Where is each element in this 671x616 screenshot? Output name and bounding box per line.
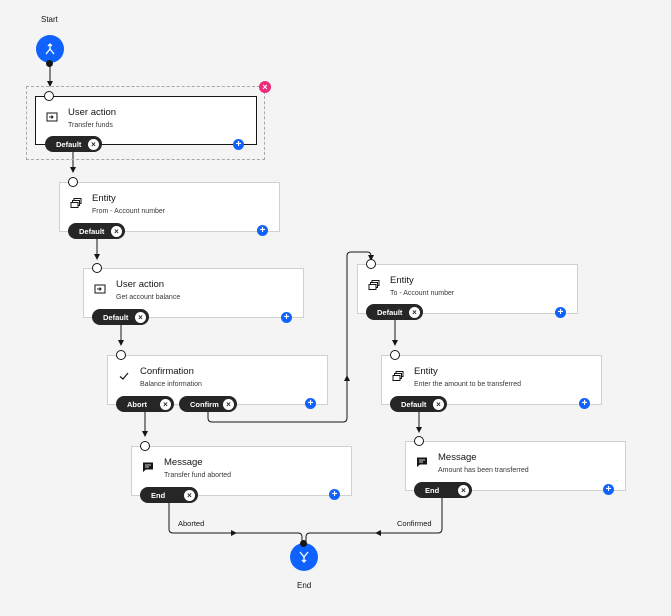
end-merge-icon [299, 551, 309, 563]
node-title: Entity [414, 366, 438, 377]
edge-label-confirmed: Confirmed [397, 519, 432, 528]
branch-label: End [151, 490, 166, 500]
node-input-port[interactable] [140, 441, 150, 451]
user-action-icon [46, 112, 58, 122]
node-title: Confirmation [140, 366, 194, 377]
node-input-port[interactable] [366, 259, 376, 269]
branch-pill-default[interactable]: Default × [45, 136, 102, 152]
node-subtitle: Transfer funds [68, 122, 113, 129]
remove-branch-icon[interactable]: × [409, 306, 420, 318]
remove-branch-icon[interactable]: × [184, 489, 195, 501]
node-input-port[interactable] [414, 436, 424, 446]
branch-label: Default [79, 226, 105, 236]
node-subtitle: Transfer fund aborted [164, 472, 232, 479]
node-subtitle: From - Account number [92, 208, 166, 215]
branch-label: Default [401, 399, 427, 409]
start-port [46, 60, 53, 67]
add-branch-button[interactable]: + [329, 489, 340, 500]
branch-pill-default[interactable]: Default × [92, 309, 149, 325]
end-node[interactable] [290, 543, 318, 571]
edge-label-aborted: Aborted [178, 519, 205, 528]
node-subtitle: Amount has been transferred [438, 467, 529, 474]
node-input-port[interactable] [92, 263, 102, 273]
start-node[interactable] [36, 35, 64, 63]
remove-branch-icon[interactable]: × [433, 398, 444, 410]
node-message-aborted[interactable]: Message Transfer fund aborted [131, 441, 352, 496]
branch-pill-default[interactable]: Default × [366, 304, 423, 320]
branch-label: Default [103, 312, 129, 322]
node-input-port[interactable] [44, 91, 54, 101]
add-branch-button[interactable]: + [233, 139, 244, 150]
node-title: User action [116, 279, 165, 290]
branch-pill-abort[interactable]: Abort × [116, 396, 174, 412]
message-icon [143, 462, 153, 472]
node-subtitle: Get account balance [116, 294, 181, 301]
node-input-port[interactable] [68, 177, 78, 187]
selection-box [26, 86, 265, 160]
node-title: User action [68, 107, 117, 118]
entity-icon [70, 198, 82, 208]
node-input-port[interactable] [390, 350, 400, 360]
entity-icon [392, 371, 404, 381]
remove-branch-icon[interactable]: × [111, 225, 122, 237]
branch-pill-default[interactable]: Default × [390, 396, 447, 412]
remove-branch-icon[interactable]: × [223, 398, 234, 410]
add-branch-button[interactable]: + [579, 398, 590, 409]
branch-pill-end[interactable]: End × [140, 487, 198, 503]
node-title: Entity [390, 275, 414, 286]
branch-label: Confirm [190, 399, 219, 409]
node-input-port[interactable] [116, 350, 126, 360]
branch-pill-end[interactable]: End × [414, 482, 472, 498]
add-branch-button[interactable]: + [257, 225, 268, 236]
branch-label: Default [377, 307, 403, 317]
remove-branch-icon[interactable]: × [135, 311, 146, 323]
end-label: End [297, 581, 312, 590]
node-title: Message [164, 457, 203, 468]
branch-label: End [425, 485, 440, 495]
start-branch-icon [45, 43, 55, 55]
entity-icon [368, 280, 380, 290]
node-subtitle: Enter the amount to be transferred [414, 381, 522, 388]
message-icon [417, 457, 427, 467]
node-subtitle: Balance information [140, 381, 202, 388]
add-branch-button[interactable]: + [555, 307, 566, 318]
node-message-transferred[interactable]: Message Amount has been transferred [405, 436, 626, 491]
node-title: Message [438, 452, 477, 463]
node-subtitle: To - Account number [390, 290, 455, 297]
branch-label: Abort [127, 399, 147, 409]
node-title: Entity [92, 193, 116, 204]
branch-pill-default[interactable]: Default × [68, 223, 125, 239]
branch-pill-confirm[interactable]: Confirm × [179, 396, 237, 412]
start-label: Start [41, 15, 58, 24]
add-branch-button[interactable]: + [281, 312, 292, 323]
branch-label: Default [56, 139, 82, 149]
add-branch-button[interactable]: + [305, 398, 316, 409]
user-action-icon [94, 284, 106, 294]
delete-selection-icon[interactable]: × [259, 81, 271, 93]
remove-branch-icon[interactable]: × [458, 484, 469, 496]
remove-branch-icon[interactable]: × [160, 398, 171, 410]
checkmark-icon [119, 372, 129, 380]
end-port [300, 540, 307, 547]
remove-branch-icon[interactable]: × [88, 138, 99, 150]
add-branch-button[interactable]: + [603, 484, 614, 495]
